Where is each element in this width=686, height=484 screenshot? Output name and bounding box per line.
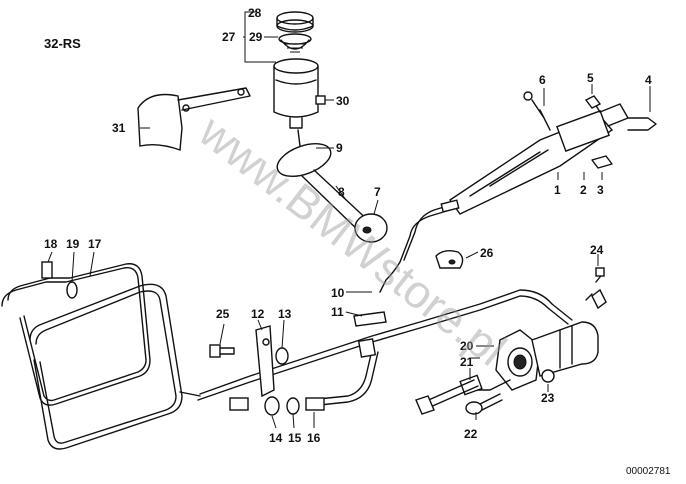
part-label-6: 6	[539, 73, 546, 87]
pipe-loop	[1, 261, 201, 450]
part-label-26: 26	[480, 246, 494, 260]
part-label-23: 23	[541, 391, 555, 405]
bracket-11	[353, 311, 387, 327]
part-label-24: 24	[590, 243, 604, 257]
pressure-line-upper	[379, 209, 451, 293]
reservoir-bracket	[137, 87, 251, 151]
part-label-10: 10	[331, 286, 345, 300]
hydraulic-line-lower	[307, 349, 373, 401]
part-label-28: 28	[248, 6, 262, 20]
part-label-12: 12	[251, 307, 265, 321]
part-label-31: 31	[112, 121, 126, 135]
clip-18	[41, 261, 53, 279]
part-label-25: 25	[216, 307, 230, 321]
part-label-4: 4	[645, 73, 652, 87]
part-label-22: 22	[464, 427, 478, 441]
group-label: 32-RS	[44, 36, 81, 51]
part-label-17: 17	[88, 237, 102, 251]
part-label-11: 11	[331, 305, 344, 319]
hydraulic-line-main-inner	[197, 295, 569, 401]
union-nut-left	[229, 397, 249, 411]
part-label-16: 16	[307, 431, 321, 445]
clutch-master-cylinder	[449, 91, 657, 215]
union-nut-16	[305, 397, 325, 411]
part-label-2: 2	[580, 183, 587, 197]
hydraulic-line-main	[199, 289, 573, 395]
washer-15	[286, 397, 300, 415]
bolt-25	[209, 344, 235, 358]
part-label-21: 21	[460, 355, 474, 369]
part-label-27: 27	[222, 30, 236, 44]
grommet-19	[66, 281, 78, 299]
part-label-29: 29	[249, 30, 263, 44]
part-label-13: 13	[278, 307, 292, 321]
clutch-slave-cylinder	[415, 267, 607, 415]
line-fitting-upper	[440, 199, 460, 213]
part-label-1: 1	[554, 183, 561, 197]
reservoir-cap	[276, 11, 314, 33]
reservoir-strainer	[278, 33, 312, 53]
part-label-3: 3	[597, 183, 604, 197]
part-label-8: 8	[338, 185, 345, 199]
part-label-14: 14	[269, 431, 283, 445]
part-label-7: 7	[374, 185, 381, 199]
watermark: www.BMWstore.pl	[189, 104, 516, 375]
washer-14	[264, 396, 280, 416]
tee-fitting	[357, 338, 377, 358]
supply-hose	[276, 129, 388, 243]
line-clip	[435, 249, 464, 269]
part-label-9: 9	[336, 141, 343, 155]
part-label-15: 15	[288, 431, 302, 445]
document-number: 00002781	[626, 466, 671, 477]
part-label-30: 30	[336, 94, 350, 108]
grommet	[275, 347, 289, 365]
line-bracket	[255, 325, 275, 398]
part-label-18: 18	[44, 237, 58, 251]
part-label-5: 5	[587, 71, 594, 85]
pressure-line-upper-inner	[403, 203, 455, 261]
fluid-reservoir	[273, 58, 326, 129]
leader-lines	[47, 11, 651, 429]
part-label-20: 20	[460, 339, 474, 353]
part-label-19: 19	[66, 237, 80, 251]
